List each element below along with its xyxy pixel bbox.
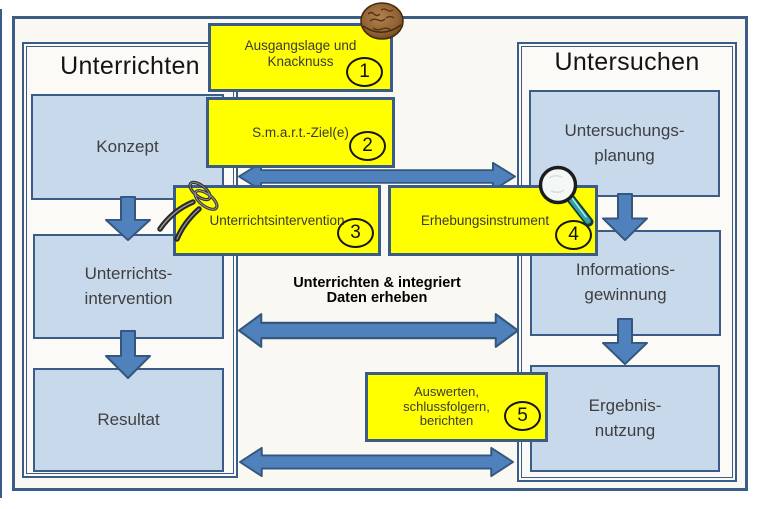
step-2-number-badge: 2 (349, 131, 386, 161)
box-ergebnisnutzung: Ergebnis- nutzung (530, 365, 720, 472)
center-label: Unterrichten & integriert Daten erheben (293, 275, 461, 307)
left-edge-line (0, 9, 2, 498)
box-resultat: Resultat (33, 368, 224, 472)
double-arrow-middle (238, 313, 519, 348)
step-5-number-badge: 5 (504, 401, 541, 431)
step-3-number-badge: 3 (337, 218, 374, 248)
down-arrow-gewinnung-to-nutzung (602, 318, 648, 366)
step-3-label: Unterrichtsintervention (209, 212, 345, 228)
down-arrow-konzept-to-intervention (105, 196, 151, 242)
down-arrow-planung-to-gewinnung (602, 193, 648, 242)
step-2-label: S.m.a.r.t.-Ziel(e) (252, 124, 349, 140)
step-box-2: S.m.a.r.t.-Ziel(e) 2 (206, 97, 395, 168)
step-box-1: Ausgangslage und Knacknuss 1 (208, 23, 393, 92)
step-4-label: Erhebungsinstrument (420, 212, 550, 228)
step-1-label: Ausgangslage und Knacknuss (244, 38, 357, 69)
step-box-3: Unterrichtsintervention 3 (173, 185, 381, 256)
right-panel-title: Untersuchen (554, 48, 700, 76)
step-1-number-badge: 1 (346, 57, 383, 87)
walnut-icon (360, 2, 404, 40)
double-arrow-bottom (238, 446, 515, 478)
step-5-label: Auswerten, schlussfolgern, berichten (403, 384, 490, 429)
step-box-5: Auswerten, schlussfolgern, berichten 5 (365, 372, 548, 442)
nutcracker-icon (157, 180, 219, 242)
down-arrow-intervention-to-resultat (105, 330, 151, 379)
step-4-number-badge: 4 (555, 220, 592, 250)
left-panel-title: Unterrichten (60, 52, 200, 80)
magnifying-glass-icon (538, 165, 594, 227)
